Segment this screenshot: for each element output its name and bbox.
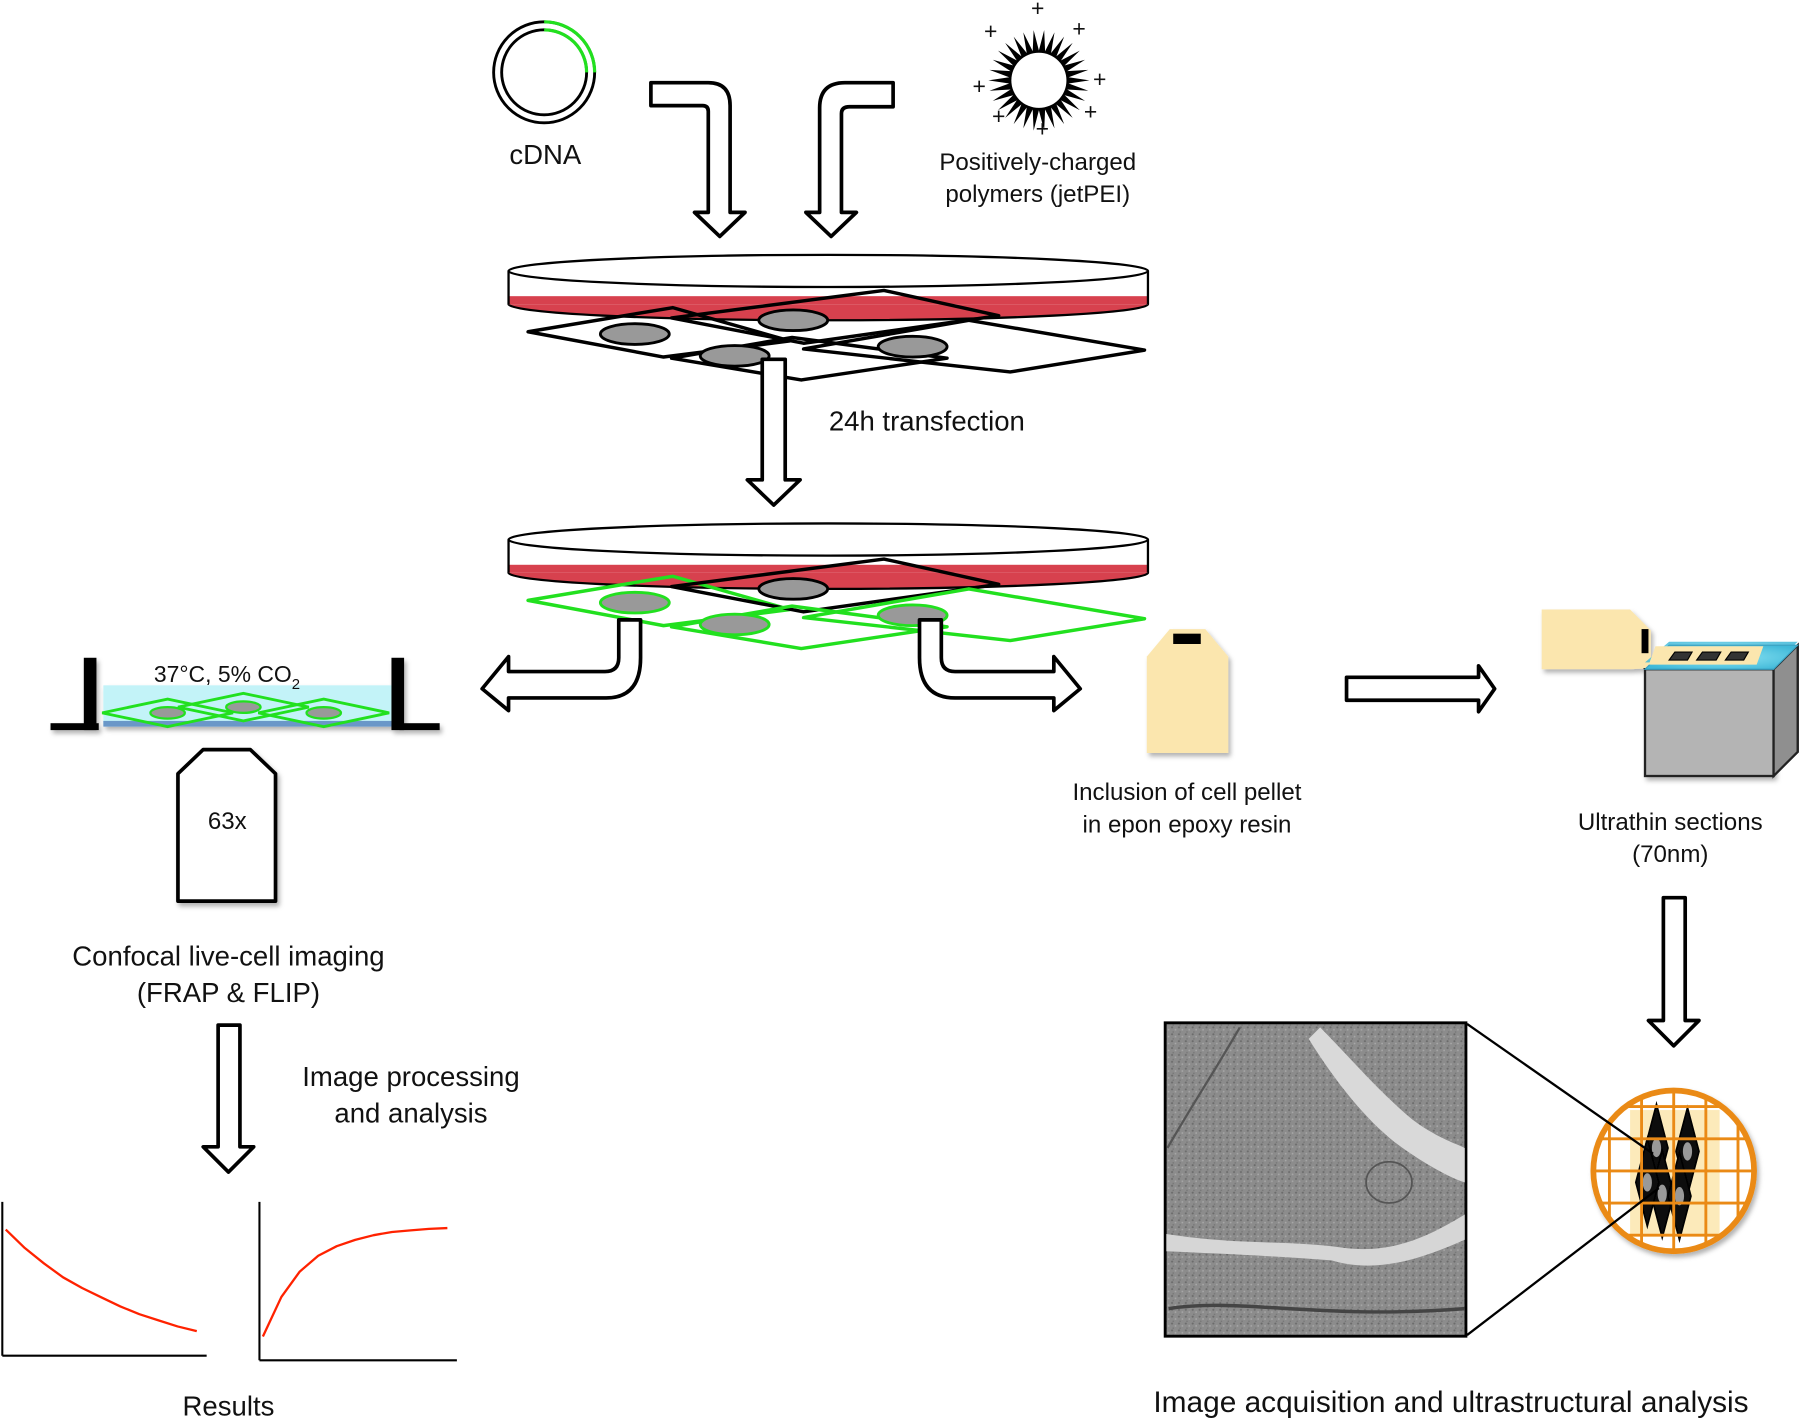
dish-rim bbox=[507, 522, 1150, 557]
cell-outline bbox=[669, 557, 1001, 614]
positive-charge-icon: + bbox=[1093, 66, 1106, 92]
culture-dish-transfected bbox=[507, 522, 1150, 651]
positive-charge-icon: + bbox=[1084, 98, 1097, 124]
zoom-line-top bbox=[1466, 1023, 1654, 1155]
culture-dish-untransfected bbox=[507, 253, 1150, 382]
cell-pellet bbox=[1173, 633, 1201, 644]
culture-medium bbox=[508, 296, 1148, 305]
cell-nucleus bbox=[757, 577, 830, 601]
positive-charge-icon: + bbox=[1031, 0, 1044, 21]
confocal-label-line1: Confocal live-cell imaging bbox=[72, 940, 384, 971]
positive-charge-icon: + bbox=[1036, 116, 1049, 142]
cell-nucleus bbox=[598, 590, 671, 615]
chamber-conditions-label: 37°C, 5% CO2 bbox=[154, 661, 300, 693]
cell-outline bbox=[669, 288, 1001, 345]
coverslip bbox=[103, 720, 393, 727]
processing-label-line1: Image processing bbox=[302, 1061, 519, 1092]
culture-medium bbox=[508, 564, 1148, 573]
arrow-to-sectioning bbox=[1344, 663, 1497, 714]
arrow-to-resin bbox=[917, 618, 1083, 713]
gfp-cell-nucleus bbox=[305, 705, 343, 720]
objective-lens-icon bbox=[176, 747, 278, 903]
confocal-label-line2: (FRAP & FLIP) bbox=[137, 977, 320, 1008]
arrow-to-results bbox=[201, 1023, 256, 1174]
arrow-to-live-imaging bbox=[480, 618, 643, 713]
sections-label-line1: Ultrathin sections bbox=[1578, 809, 1763, 836]
embedded-nucleus bbox=[1642, 1173, 1652, 1192]
arrow-to-grid bbox=[1646, 895, 1701, 1048]
positive-charge-icon: + bbox=[1072, 16, 1085, 42]
em-grid-icon bbox=[1590, 1087, 1757, 1255]
cell-nucleus bbox=[757, 308, 830, 333]
polymer-label-line2: polymers (jetPEI) bbox=[945, 181, 1130, 208]
frap-recovery-chart bbox=[258, 1201, 457, 1362]
resin-label-line1: Inclusion of cell pellet bbox=[1072, 779, 1301, 806]
em-analysis-label: Image acquisition and ultrastructural an… bbox=[1153, 1386, 1748, 1419]
polymer-starburst-icon bbox=[988, 30, 1090, 131]
flip-decay-chart bbox=[1, 1201, 207, 1357]
dish-rim bbox=[507, 253, 1150, 289]
polymer-label-line1: Positively-charged bbox=[939, 149, 1136, 176]
results-label: Results bbox=[183, 1390, 275, 1420]
arrow-cdna-to-dish bbox=[649, 80, 747, 239]
positive-charge-icon: + bbox=[992, 103, 1005, 129]
positive-charges: ++++++++ bbox=[973, 0, 1107, 142]
cdna-plasmid-icon bbox=[492, 20, 597, 125]
resin-label-line2: in epon epoxy resin bbox=[1083, 811, 1292, 838]
positive-charge-icon: + bbox=[973, 73, 986, 99]
sections-label-line2: (70nm) bbox=[1632, 841, 1708, 868]
series-line-recovery bbox=[261, 1226, 448, 1338]
gfp-cells-in-chamber bbox=[101, 691, 390, 729]
embedded-nucleus bbox=[1682, 1142, 1693, 1161]
cell-nucleus bbox=[876, 334, 949, 359]
gfp-cell-nucleus bbox=[149, 705, 186, 720]
starburst-core bbox=[1011, 52, 1067, 108]
ultramicrotome-icon bbox=[1541, 609, 1800, 779]
gfp-cell-outline bbox=[258, 697, 390, 729]
cell-nucleus bbox=[598, 322, 671, 346]
em-micrograph bbox=[1163, 1021, 1468, 1338]
cdna-label: cDNA bbox=[509, 139, 582, 170]
cell-outline bbox=[801, 318, 1147, 374]
arrow-transfection bbox=[745, 357, 802, 507]
zoom-line-bottom bbox=[1466, 1187, 1660, 1336]
embedded-nucleus bbox=[1657, 1184, 1667, 1204]
cell-nucleus bbox=[698, 344, 771, 368]
imaging-chamber bbox=[50, 657, 440, 731]
cell-nucleus bbox=[698, 612, 771, 637]
embedded-nucleus bbox=[1674, 1186, 1685, 1206]
cell-outline bbox=[669, 604, 949, 651]
gfp-cell-outline bbox=[177, 691, 310, 723]
transfection-label: 24h transfection bbox=[829, 405, 1025, 436]
series-line-decay bbox=[4, 1228, 198, 1333]
embedded-nucleus bbox=[1651, 1138, 1662, 1158]
resin-block-icon bbox=[1146, 629, 1229, 754]
gfp-cell-nucleus bbox=[225, 700, 262, 715]
objective-label: 63x bbox=[208, 808, 247, 835]
positive-charge-icon: + bbox=[984, 18, 997, 44]
arrow-polymer-to-dish bbox=[804, 80, 895, 239]
processing-label-line2: and analysis bbox=[334, 1098, 487, 1129]
cell-outline bbox=[669, 335, 949, 382]
